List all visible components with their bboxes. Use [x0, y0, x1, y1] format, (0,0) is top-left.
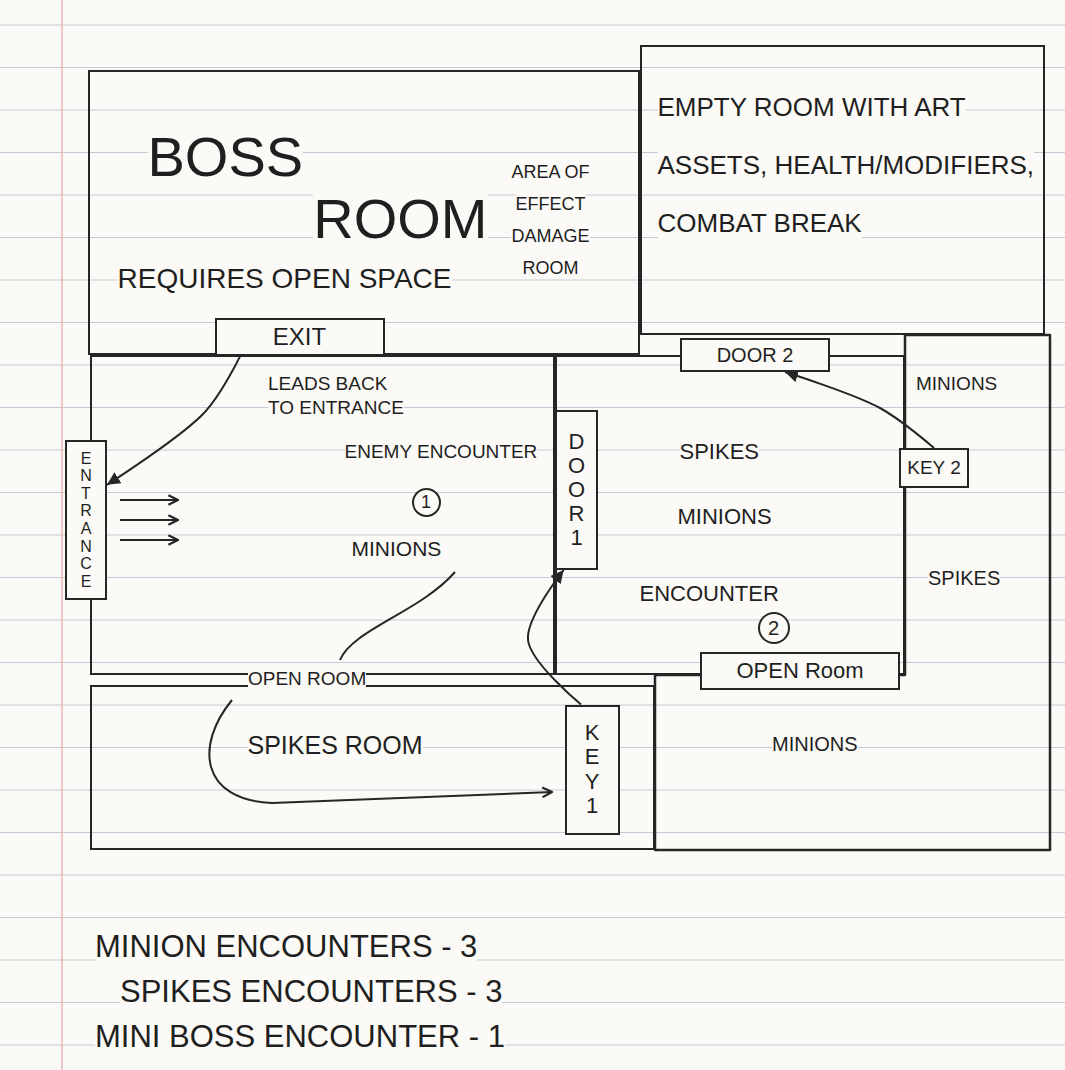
entry-arrow	[120, 539, 178, 541]
edge-label: LEADS BACK TO ENTRANCE	[268, 373, 404, 418]
text-slot: DOOR 2	[715, 343, 796, 367]
key-label: KEY 1	[583, 721, 601, 818]
room-note: MINIONS	[678, 504, 772, 529]
flow-arrow	[107, 356, 240, 484]
text-slot: KEY 1	[583, 721, 601, 818]
ruled-line	[0, 322, 1065, 323]
tally-note: MINION ENCOUNTERS - 3	[95, 929, 477, 964]
room-note: MINIONS	[916, 373, 997, 394]
spikes-room: SPIKES ROOM KEY 1	[90, 685, 655, 850]
boss-room: BOSS ROOM REQUIRES OPEN SPACE AREA OF EFFE…	[88, 70, 640, 355]
margin-line	[61, 0, 63, 1070]
text-slot: 1	[412, 488, 441, 517]
key: KEY 1	[565, 705, 620, 835]
room-note: SPIKES	[680, 439, 759, 464]
room-note: MINIONS	[772, 733, 858, 755]
text-slot: EMPTY ROOM WITH ART ASSETS, HEALTH/MODIF…	[658, 78, 1036, 252]
room-note: AREA OF EFFECT DAMAGE ROOM	[511, 162, 589, 278]
door: DOOR 2	[680, 338, 830, 372]
text-slot: MINI BOSS ENCOUNTER - 1	[95, 1018, 505, 1055]
text-slot: MINIONS	[678, 503, 818, 531]
room-note: SPIKES ROOM	[248, 731, 423, 759]
text-slot: LEADS BACK TO ENTRANCE	[268, 372, 413, 420]
encounter-room: SPIKES MINIONS ENCOUNTER 2	[555, 355, 905, 675]
region-outline	[655, 335, 1050, 850]
text-slot: EXIT	[271, 323, 328, 352]
text-slot: SPIKES	[680, 438, 800, 466]
ruled-line	[0, 874, 1065, 875]
text-slot: SPIKES ROOM	[248, 730, 468, 761]
rest-room: EMPTY ROOM WITH ART ASSETS, HEALTH/MODIF…	[640, 45, 1045, 335]
key-label: KEY 2	[905, 457, 963, 480]
door-label: DOOR 2	[715, 343, 796, 367]
ruled-line	[0, 704, 1065, 705]
callout-number: 1	[412, 488, 441, 517]
ruled-line	[0, 789, 1065, 790]
callout-number: 2	[758, 612, 790, 644]
text-slot: MINIONS	[352, 536, 472, 562]
door-label: DOOR 1	[568, 430, 586, 551]
entry-arrow	[120, 499, 178, 501]
text-slot: MINIONS	[916, 372, 1036, 396]
text-slot: ENEMY ENCOUNTER	[345, 440, 550, 464]
text-slot: OPEN Room	[734, 658, 865, 684]
tally-note: MINI BOSS ENCOUNTER - 1	[95, 1019, 505, 1054]
room-note: ENEMY ENCOUNTER	[345, 441, 538, 462]
ruled-line	[0, 67, 1065, 68]
room-note: ENCOUNTER	[640, 581, 779, 606]
text-slot: BOSS ROOM	[148, 126, 488, 250]
text-slot: ENCOUNTER	[640, 580, 800, 608]
door-label: ENTRANCE	[80, 450, 93, 591]
room-note: SPIKES	[928, 567, 1000, 589]
ruled-line	[0, 747, 1065, 748]
passage-label: OPEN ROOM	[248, 668, 366, 689]
ruled-line	[0, 917, 1065, 918]
entry-arrow	[120, 519, 178, 521]
text-slot: AREA OF EFFECT DAMAGE ROOM	[505, 156, 597, 284]
room-note: REQUIRES OPEN SPACE	[118, 263, 452, 294]
room-note: EMPTY ROOM WITH ART ASSETS, HEALTH/MODIF…	[658, 92, 1035, 238]
tally-note: SPIKES ENCOUNTERS - 3	[120, 974, 502, 1009]
text-slot: KEY 2	[905, 457, 963, 480]
room-note: MINIONS	[352, 537, 442, 560]
text-slot: ENTRANCE	[80, 450, 93, 591]
route-line	[340, 572, 455, 660]
text-slot: DOOR 1	[568, 430, 586, 551]
exit-door: EXIT	[215, 318, 385, 357]
ruled-line	[0, 832, 1065, 833]
flow-arrow	[785, 372, 934, 448]
text-slot: REQUIRES OPEN SPACE	[118, 262, 508, 296]
room-title: BOSS ROOM	[148, 125, 488, 250]
door-label: EXIT	[271, 323, 328, 352]
text-slot: OPEN ROOM	[248, 667, 366, 690]
text-slot: MINIONS	[772, 732, 912, 757]
text-slot: SPIKES	[928, 566, 1028, 591]
entrance-door: ENTRANCE	[65, 440, 107, 600]
text-slot: MINION ENCOUNTERS - 3	[95, 928, 477, 965]
key: KEY 2	[899, 448, 969, 488]
text-slot: SPIKES ENCOUNTERS - 3	[120, 973, 502, 1010]
door: DOOR 1	[555, 410, 598, 570]
ruled-line	[0, 24, 1065, 25]
text-slot: 2	[758, 612, 790, 644]
route-arrow	[209, 700, 552, 803]
box-label: OPEN Room	[734, 658, 865, 684]
open-room-marker: OPEN Room	[700, 652, 900, 690]
